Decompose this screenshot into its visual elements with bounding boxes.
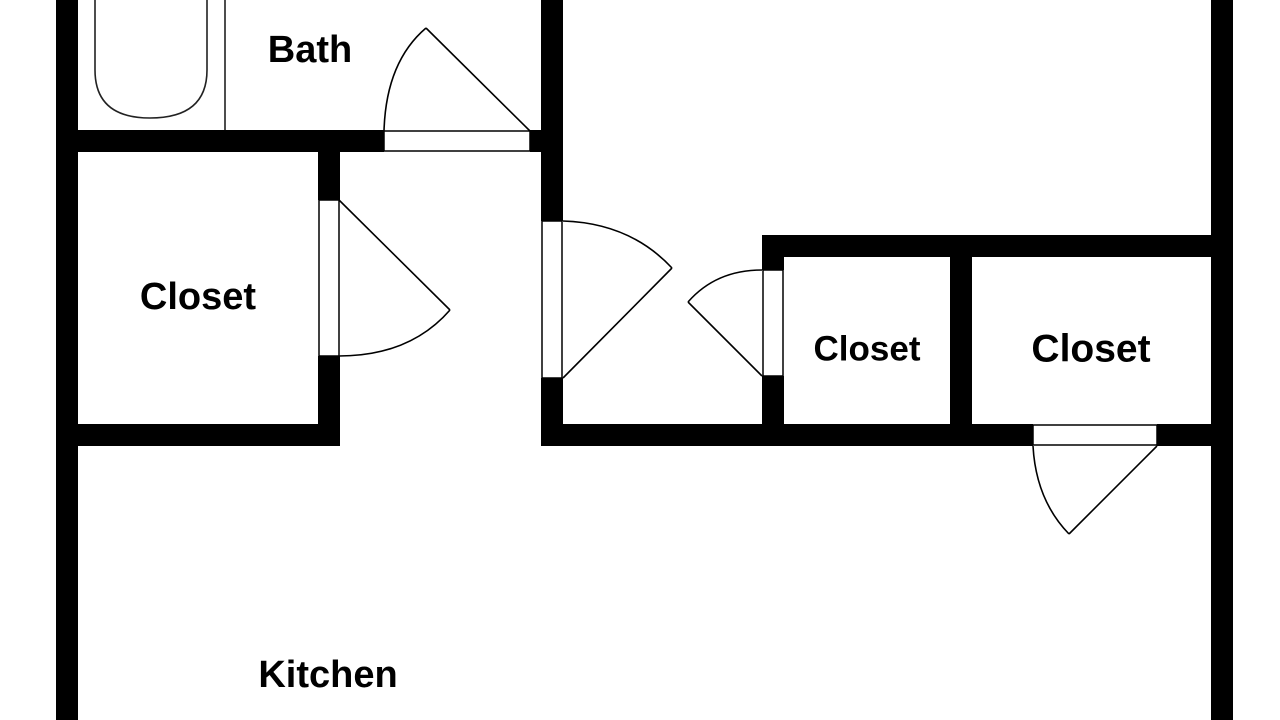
walls: [56, 0, 1233, 720]
room-label-kitchen: Kitchen: [258, 654, 398, 696]
door-swing-icon: [1032, 445, 1070, 535]
room-label-closet-left: Closet: [139, 276, 257, 318]
room-label-closet-right: Closet: [1031, 327, 1151, 371]
bathtub-icon: [94, 0, 226, 130]
wall-bath-bottom-left: [56, 130, 384, 152]
wall-bath-right: [541, 0, 563, 221]
door-leaf: [1068, 445, 1158, 535]
door-opening: [541, 220, 563, 379]
room-label-bath: Bath: [267, 29, 353, 71]
wall-closet-divider: [950, 235, 972, 446]
door-opening: [1032, 424, 1158, 446]
door-opening: [383, 130, 531, 152]
door-leaf: [425, 27, 531, 132]
wall-closet-left-bottom: [56, 424, 340, 446]
door-swing-icon: [687, 269, 763, 303]
closet-right-door[interactable]: [1032, 424, 1158, 535]
door-leaf: [687, 301, 763, 377]
wall-closets-top: [762, 235, 1233, 257]
wall-closets-bottom-left: [541, 424, 1033, 446]
hallway-east-door[interactable]: [541, 220, 673, 379]
wall-closet-left-right-lower: [318, 356, 340, 446]
door-swing-icon: [338, 309, 451, 357]
closet-small-door[interactable]: [687, 269, 784, 377]
wall-left-exterior: [56, 0, 78, 720]
door-opening: [762, 269, 784, 377]
bathtub-outline: [94, 0, 208, 119]
door-opening: [318, 199, 340, 357]
door-swing-icon: [383, 27, 427, 132]
wall-closet-left-right-upper: [318, 152, 340, 200]
room-label-closet-small: Closet: [813, 329, 921, 369]
bath-door[interactable]: [383, 27, 531, 152]
door-leaf: [562, 267, 673, 379]
wall-right-exterior: [1211, 0, 1233, 720]
closet-left-door[interactable]: [318, 199, 451, 357]
door-leaf: [338, 199, 451, 311]
wall-closets-bottom-right: [1157, 424, 1233, 446]
wall-closet-small-left-upper: [762, 235, 784, 270]
door-swing-icon: [562, 220, 673, 269]
